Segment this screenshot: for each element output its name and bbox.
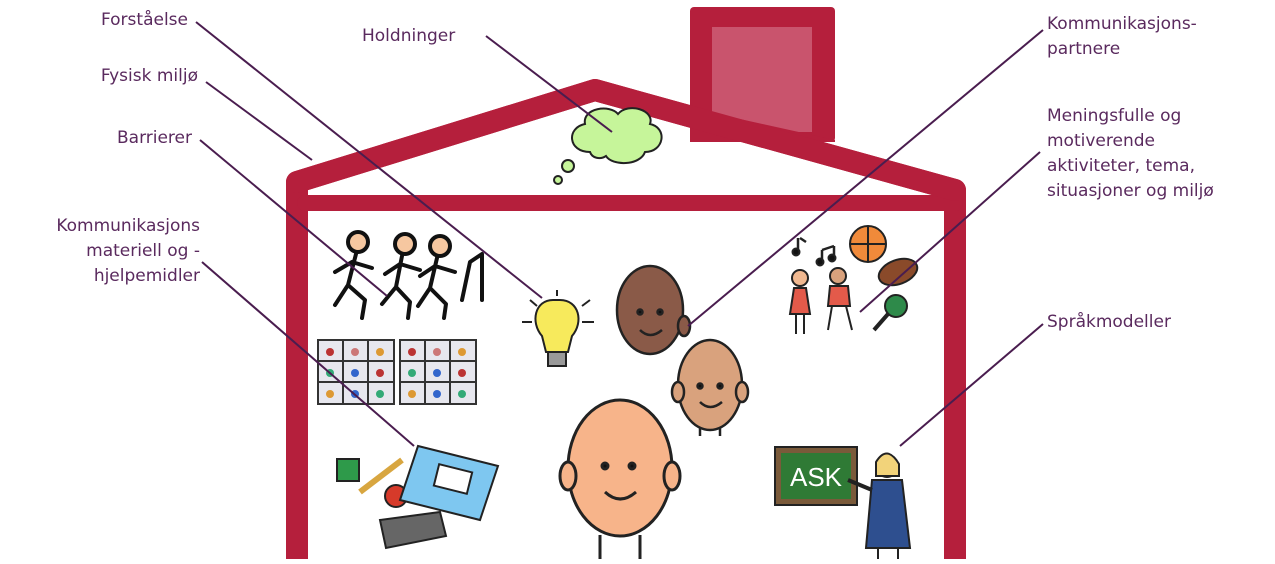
chalkboard-icon [774, 446, 858, 506]
leader-meningsfulle [859, 151, 1041, 313]
label-kommunikasjons-materiell-line-1: Kommunikasjons [56, 216, 200, 236]
label-kommunikasjonspartnere-line-2: partnere [1047, 39, 1121, 59]
leader-forstaaelse [195, 21, 543, 299]
label-meningsfulle: Meningsfulle og motiverende aktiviteter,… [1047, 104, 1214, 204]
chimney [690, 7, 835, 142]
label-meningsfulle-line-3: aktiviteter, tema, [1047, 156, 1195, 176]
label-kommunikasjons-materiell-line-2: materiell og - [86, 241, 200, 261]
leader-holdninger [485, 35, 613, 133]
label-meningsfulle-line-1: Meningsfulle og [1047, 106, 1182, 126]
leader-kommunikasjons-materiell [201, 261, 415, 447]
face-tan-icon [670, 338, 750, 436]
leader-spraakmodeller [899, 323, 1044, 447]
activities-icon [788, 225, 919, 334]
leader-barrierer [199, 139, 388, 297]
leader-fysisk-miljo [205, 81, 313, 161]
label-kommunikasjons-materiell: Kommunikasjons materiell og - hjelpemidl… [10, 214, 200, 289]
label-forstaaelse: Forståelse [100, 10, 188, 30]
leader-lines [195, 21, 1044, 447]
face-brown-icon [615, 264, 692, 356]
thought-cloud-icon [553, 107, 663, 185]
label-holdninger: Holdninger [362, 26, 456, 46]
running-figures-icon [333, 230, 484, 320]
communication-board-icon [317, 339, 477, 405]
face-peach-icon [558, 398, 682, 559]
label-meningsfulle-line-4: situasjoner og miljø [1047, 181, 1214, 201]
materials-icon [336, 444, 500, 550]
label-kommunikasjons-materiell-line-3: hjelpemidler [93, 266, 200, 286]
label-fysisk-miljo: Fysisk miljø [100, 66, 198, 86]
teacher-icon [847, 452, 912, 559]
leader-kommunikasjonspartnere [687, 29, 1044, 327]
chalkboard-text: ASK [790, 462, 843, 492]
label-kommunikasjonspartnere-line-1: Kommunikasjons- [1047, 14, 1197, 34]
label-barrierer: Barrierer [116, 128, 192, 148]
label-kommunikasjonspartnere: Kommunikasjons- partnere [1047, 12, 1197, 62]
label-meningsfulle-line-2: motiverende [1047, 131, 1155, 151]
label-spraakmodeller: Språkmodeller [1047, 312, 1171, 332]
light-bulb-icon [522, 290, 594, 367]
